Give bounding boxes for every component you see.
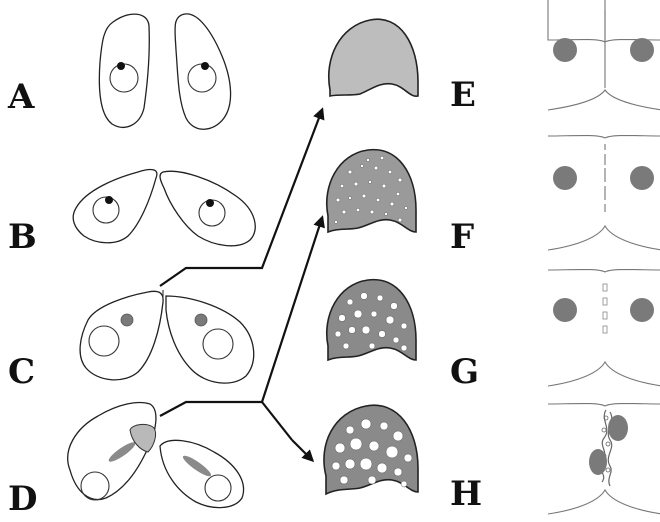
label-f: F [450,217,474,257]
dome-h [324,405,418,494]
dome-e [329,19,418,96]
arrows [160,110,322,460]
label-g: G [450,352,479,392]
stage-b-cells [73,170,255,246]
stage-c-cells [80,290,254,383]
membrane-panel-3 [548,270,660,387]
membrane-panel-2 [548,136,660,251]
membrane-panel-1 [548,0,660,110]
dome-g [327,280,416,360]
label-e: E [450,75,476,115]
label-d: D [8,479,37,519]
stage-a-cells [99,14,230,129]
membrane-panel-4 [548,404,660,515]
label-b: B [8,217,37,257]
label-h: H [450,474,482,514]
dome-f [327,150,416,232]
label-c: C [8,352,35,392]
label-a: A [7,77,35,117]
stage-d-cells [68,403,244,508]
